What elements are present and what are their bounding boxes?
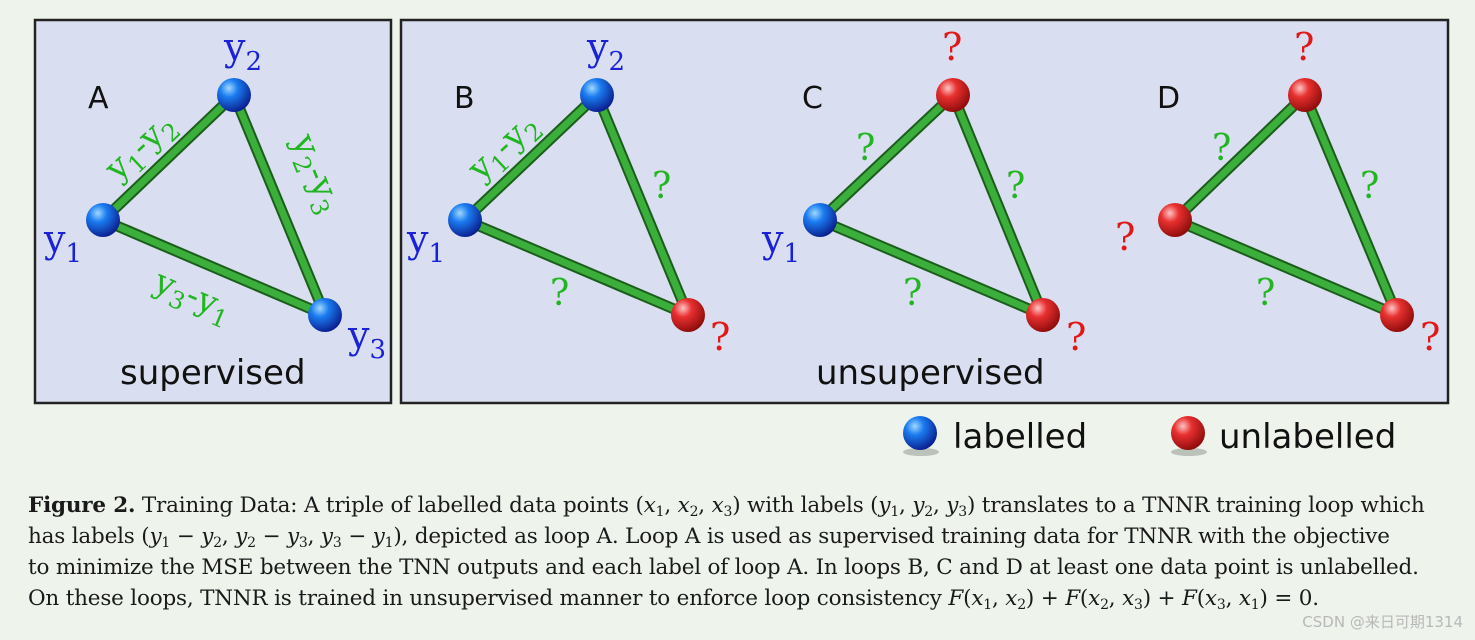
caption-figure-label: Figure 2. bbox=[28, 493, 136, 518]
node-c-y1-label: y1 bbox=[761, 217, 800, 269]
caption-line-3: to minimize the MSE between the TNN outp… bbox=[28, 555, 1419, 580]
panel-a-letter: A bbox=[88, 81, 109, 116]
node-c-bottom-unlabelled bbox=[1026, 298, 1060, 332]
node-d-top-unlabelled bbox=[1288, 78, 1322, 112]
node-b-y2 bbox=[580, 78, 614, 112]
loop-d-edges bbox=[1169, 89, 1403, 321]
node-b-y1 bbox=[448, 203, 482, 237]
panel-d-letter: D bbox=[1157, 81, 1180, 116]
panel-bcd-box bbox=[399, 18, 1450, 405]
edge-c-bottom-question: ? bbox=[903, 273, 922, 314]
loop-c: C y1 ? ? ? ? ? bbox=[761, 25, 1086, 359]
panel-b-letter: B bbox=[454, 81, 475, 116]
edge-label-b-y1-y2: y1-y2 bbox=[459, 104, 549, 192]
node-d-left-question: ? bbox=[1115, 215, 1135, 259]
node-d-left-unlabelled bbox=[1158, 203, 1192, 237]
node-b-unlabelled bbox=[671, 298, 705, 332]
node-a-y3 bbox=[308, 298, 342, 332]
edge-c-right-question: ? bbox=[1006, 166, 1025, 207]
unsupervised-title: unsupervised bbox=[816, 353, 1045, 393]
legend-unlabelled-label: unlabelled bbox=[1219, 417, 1396, 457]
loop-d: D ? ? ? ? ? ? bbox=[1115, 25, 1440, 359]
node-d-bottom-question: ? bbox=[1420, 315, 1440, 359]
node-b-y2-label: y2 bbox=[586, 25, 625, 77]
node-c-top-question: ? bbox=[942, 25, 962, 69]
legend: labelled unlabelled bbox=[903, 416, 1396, 457]
edge-d-bottom-question: ? bbox=[1256, 273, 1275, 314]
node-b-y1-label: y1 bbox=[406, 217, 445, 269]
loop-c-edges bbox=[814, 89, 1049, 321]
node-c-top-unlabelled bbox=[936, 78, 970, 112]
node-c-bottom-question: ? bbox=[1066, 315, 1086, 359]
node-a-y2-label: y2 bbox=[223, 25, 262, 77]
watermark: CSDN @来日可期1314 bbox=[1302, 613, 1463, 631]
edge-b-right-question: ? bbox=[652, 166, 671, 207]
edge-d-right-question: ? bbox=[1360, 166, 1379, 207]
caption-line-4: On these loops, TNNR is trained in unsup… bbox=[28, 586, 1319, 613]
figure-caption: Figure 2. Training Data: A triple of lab… bbox=[28, 490, 1453, 614]
node-a-y2 bbox=[217, 78, 251, 112]
legend-unlabelled-swatch bbox=[1171, 416, 1205, 450]
panel-c-letter: C bbox=[802, 81, 823, 116]
node-a-y1-label: y1 bbox=[43, 217, 82, 269]
legend-labelled-swatch bbox=[903, 416, 937, 450]
node-a-y3-label: y3 bbox=[347, 313, 386, 365]
loop-b-edges bbox=[459, 89, 694, 321]
node-a-y1 bbox=[86, 203, 120, 237]
edge-c-left-question: ? bbox=[856, 128, 875, 169]
node-c-y1 bbox=[803, 203, 837, 237]
loop-b: B y2 y1 ? y1-y2 ? ? bbox=[406, 25, 730, 359]
node-d-top-question: ? bbox=[1294, 25, 1314, 69]
node-b-question: ? bbox=[710, 315, 730, 359]
caption-line-2: has labels (y1 − y2, y2 − y3, y3 − y1), … bbox=[28, 524, 1390, 551]
training-loops-diagram: A y2 y1 y3 y1-y2 y2-y3 y3-y1 supervised … bbox=[33, 18, 1450, 457]
caption-line-1: Figure 2. Training Data: A triple of lab… bbox=[28, 493, 1425, 520]
edge-b-bottom-question: ? bbox=[550, 273, 569, 314]
loop-a-edges bbox=[97, 89, 331, 321]
panel-a-title: supervised bbox=[120, 353, 306, 393]
edge-d-left-question: ? bbox=[1212, 128, 1231, 169]
node-d-bottom-unlabelled bbox=[1380, 298, 1414, 332]
legend-labelled-label: labelled bbox=[953, 417, 1087, 457]
